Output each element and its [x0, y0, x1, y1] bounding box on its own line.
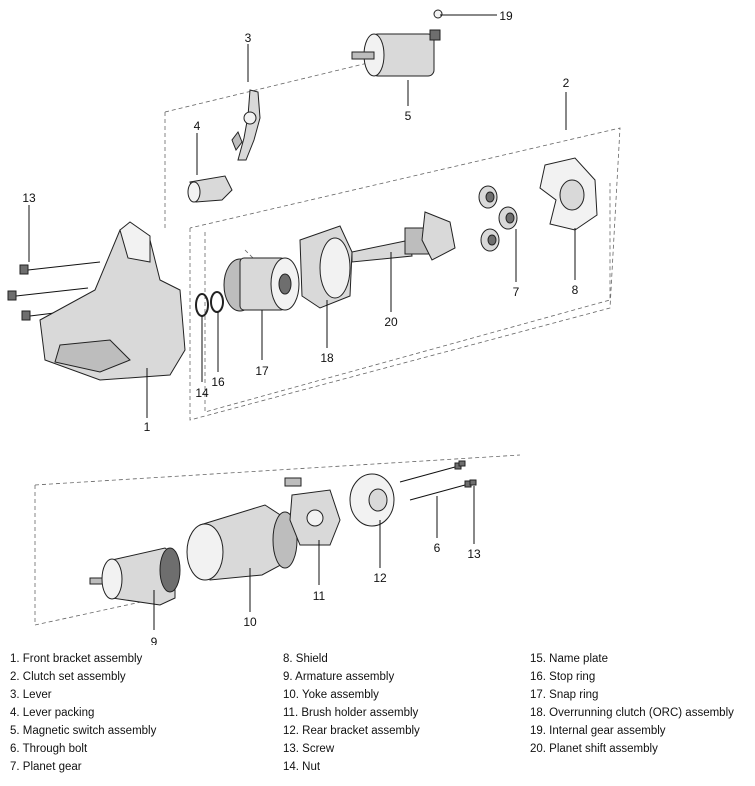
screws-bottom [458, 460, 477, 486]
callout-5: 5 [405, 109, 412, 123]
callout-10: 10 [243, 615, 257, 629]
callout-9: 9 [151, 635, 158, 645]
brush-holder-assembly [284, 477, 341, 546]
legend-column-2: 8. Shield 9. Armature assembly 10. Yoke … [283, 650, 420, 776]
legend-item: 1. Front bracket assembly [10, 653, 143, 665]
callout-14: 19 [499, 9, 513, 23]
callout-labels: 3 19 5 2 4 13 1 14 16 17 18 20 7 8 9 10 … [22, 9, 578, 645]
legend-item: 10. Yoke assembly [283, 689, 379, 701]
callout-7: 7 [513, 285, 520, 299]
legend-item: 16. Stop ring [530, 671, 596, 683]
legend-item: 12. Rear bracket assembly [283, 725, 420, 737]
legend-item: 14. Nut [283, 761, 321, 773]
legend-item: 11. Brush holder assembly [283, 707, 419, 719]
callout-18: 17 [255, 364, 269, 378]
legend-item: 5. Magnetic switch assembly [10, 725, 157, 737]
callout-13-top: 13 [22, 191, 36, 205]
lever [231, 89, 261, 161]
exploded-parts-diagram: 3 19 5 2 4 13 1 14 16 17 18 20 7 8 9 10 … [7, 9, 621, 645]
lever-packing [187, 175, 233, 203]
parts-legend: 1. Front bracket assembly 2. Clutch set … [0, 650, 755, 780]
legend-item: 7. Planet gear [10, 761, 82, 773]
armature-assembly [89, 547, 181, 606]
callout-20: 20 [384, 315, 398, 329]
internal-gear-assembly [299, 225, 353, 309]
through-bolts [399, 462, 472, 501]
yoke-assembly [186, 504, 298, 581]
legend-item: 8. Shield [283, 653, 328, 665]
legend-item: 15. Name plate [530, 653, 608, 665]
front-bracket-assembly [39, 221, 186, 381]
callout-3: 3 [245, 31, 252, 45]
callout-2: 2 [563, 76, 570, 90]
legend-item: 20. Planet shift assembly [530, 743, 658, 755]
callout-17: 16 [211, 375, 225, 389]
planet-shift-assembly [351, 211, 456, 263]
callout-8: 8 [572, 283, 579, 297]
stop-ring-and-snap-ring [195, 291, 224, 317]
callout-1: 1 [144, 420, 151, 434]
magnetic-switch-assembly [351, 9, 443, 77]
rear-bracket-assembly [349, 473, 395, 527]
legend-item: 13. Screw [283, 743, 335, 755]
callout-11: 11 [313, 589, 326, 603]
leader-lines [28, 14, 576, 630]
legend-item: 18. Overrunning clutch (ORC) assembly [530, 707, 734, 719]
legend-item: 6. Through bolt [10, 743, 88, 755]
legend-column-1: 1. Front bracket assembly 2. Clutch set … [10, 650, 156, 776]
callout-16: 14 [195, 386, 209, 400]
overrunning-clutch [223, 257, 300, 312]
legend-item: 17. Snap ring [530, 689, 599, 701]
legend-item: 4. Lever packing [10, 707, 95, 719]
legend-item: 9. Armature assembly [283, 671, 395, 683]
callout-6: 6 [434, 541, 441, 555]
callout-13-bottom: 13 [467, 547, 481, 561]
callout-4: 4 [194, 119, 201, 133]
callout-19: 18 [320, 351, 334, 365]
legend-item: 3. Lever [10, 689, 52, 701]
callout-12: 12 [373, 571, 387, 585]
legend-item: 2. Clutch set assembly [10, 671, 126, 683]
legend-item: 19. Internal gear assembly [530, 725, 666, 737]
shield [539, 157, 598, 231]
planet-gears [478, 185, 518, 252]
legend-column-3: 15. Name plate 16. Stop ring 17. Snap ri… [530, 650, 734, 758]
